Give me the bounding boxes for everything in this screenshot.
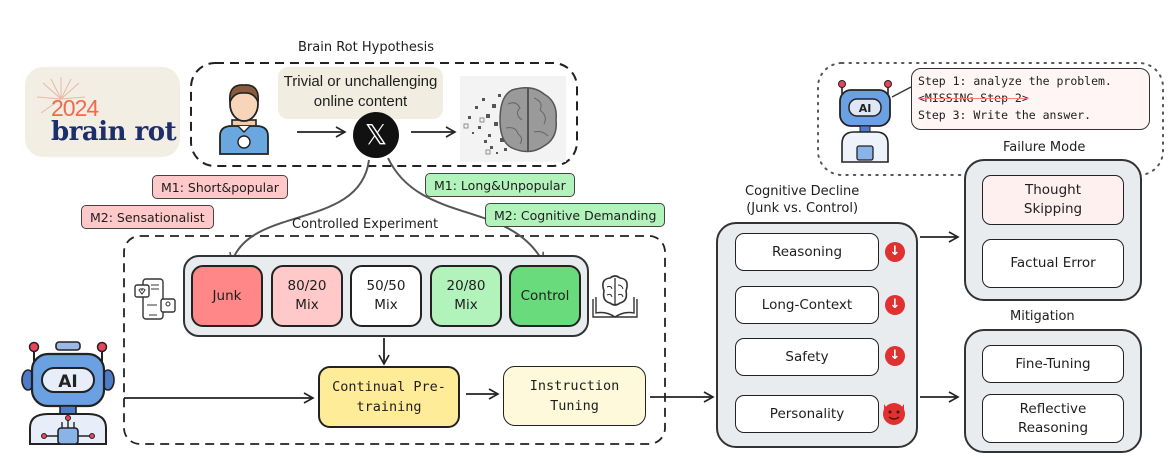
ai-robot-small-icon: AI	[838, 80, 892, 163]
down-arrow-icon: ↓	[885, 346, 905, 366]
decaying-brain-icon	[460, 76, 566, 162]
logo-year: 2024	[51, 95, 99, 121]
mitigation-reflective-reasoning: Reflective Reasoning	[982, 394, 1124, 443]
example-step-1: Step 1: analyze the problem.	[918, 74, 1112, 88]
devil-face-icon	[883, 403, 905, 425]
decline-item-safety: Safety	[735, 338, 879, 376]
social-media-icon	[134, 278, 176, 320]
failure-thought-skipping: Thought Skipping	[982, 175, 1124, 225]
decline-item-reasoning: Reasoning	[735, 233, 879, 271]
mix-20-80: 20/80 Mix	[430, 265, 502, 327]
continual-pretraining-step: Continual Pre- training	[318, 366, 460, 428]
mix-junk: Junk	[191, 265, 263, 327]
experiment-title: Controlled Experiment	[292, 217, 439, 232]
person-icon	[219, 84, 269, 155]
down-arrow-icon: ↓	[885, 242, 905, 262]
x-logo-icon: 𝕏	[353, 112, 399, 158]
ai-robot-icon: AI	[21, 341, 115, 445]
hypothesis-title: Brain Rot Hypothesis	[298, 40, 435, 55]
failure-mode-title: Failure Mode	[1003, 140, 1086, 155]
decline-item-long-context: Long-Context	[735, 286, 879, 324]
control-criterion-m2: M2: Cognitive Demanding	[485, 203, 666, 227]
junk-criterion-m1: M1: Short&popular	[152, 175, 288, 199]
example-missing-step: <MISSING Step 2>	[918, 91, 1029, 105]
mix-50-50: 50/50 Mix	[350, 265, 422, 327]
mitigation-fine-tuning: Fine-Tuning	[982, 345, 1124, 383]
down-arrow-icon: ↓	[885, 295, 905, 315]
mitigation-title: Mitigation	[1010, 309, 1075, 324]
decline-item-personality: Personality	[735, 395, 879, 433]
mix-80-20: 80/20 Mix	[271, 265, 343, 327]
svg-text:AI: AI	[58, 372, 77, 392]
svg-text:AI: AI	[859, 102, 872, 115]
cognitive-decline-title: Cognitive Decline (Junk vs. Control)	[745, 184, 860, 216]
mix-control: Control	[509, 265, 581, 327]
trivial-content-label: Trivial or unchallenging online content	[278, 67, 443, 119]
example-step-3: Step 3: Write the answer.	[918, 108, 1092, 122]
logo-word: brain rot	[51, 117, 177, 147]
control-criterion-m1: M1: Long&Unpopular	[425, 173, 575, 197]
instruction-tuning-step: Instruction Tuning	[503, 366, 646, 426]
brain-book-icon	[592, 275, 638, 318]
brain-rot-logo: 2024 brain rot	[25, 67, 180, 157]
sparkle-icon	[36, 77, 86, 114]
thought-skipping-example: Step 1: analyze the problem. <MISSING St…	[911, 68, 1150, 130]
junk-criterion-m2: M2: Sensationalist	[81, 205, 214, 229]
failure-factual-error: Factual Error	[982, 239, 1124, 288]
